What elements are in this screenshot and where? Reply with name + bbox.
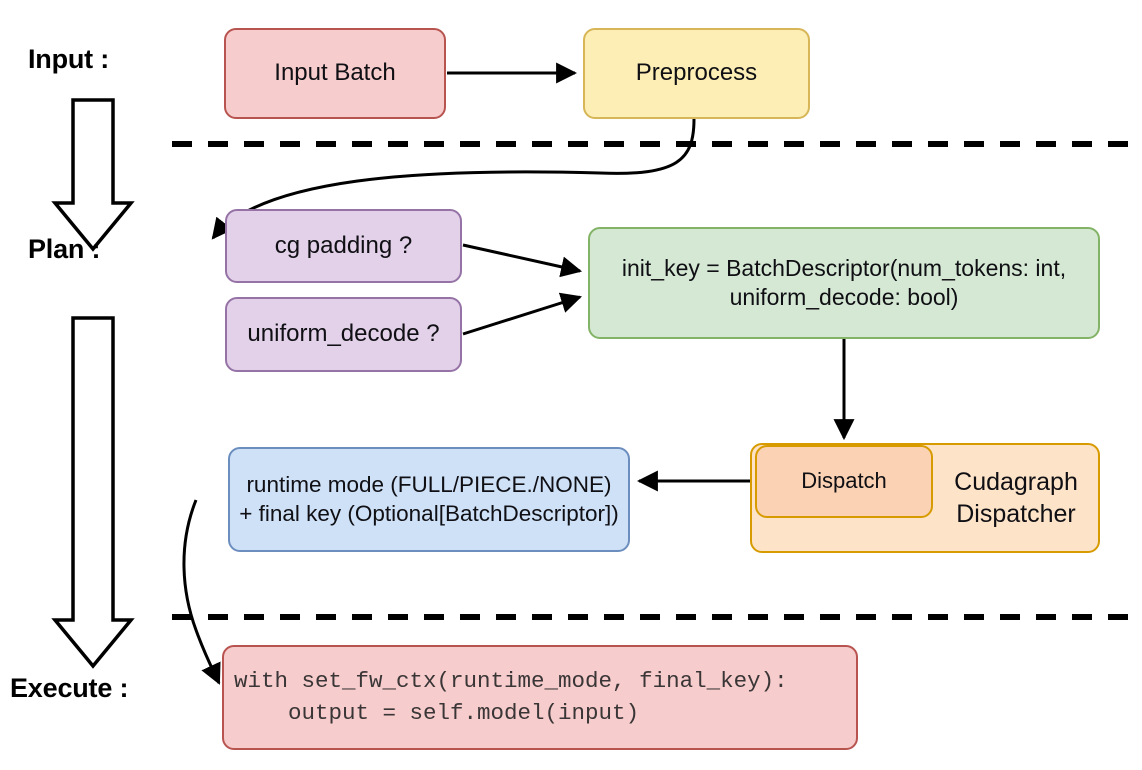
node-runtime-mode-line1: runtime mode (FULL/PIECE./NONE)	[246, 471, 612, 497]
stage-label-plan: Plan :	[28, 234, 101, 264]
cg-padding-to-init-key-arrow	[462, 243, 583, 278]
uniform-decode-to-init-key-arrow	[462, 292, 583, 336]
plan-to-execute-stage-arrow	[51, 316, 135, 669]
stage-label-execute: Execute :	[10, 673, 129, 703]
node-execute-code[interactable]: with set_fw_ctx(runtime_mode, final_key)…	[222, 645, 858, 750]
node-preprocess[interactable]: Preprocess	[583, 28, 810, 119]
node-cudagraph-dispatcher-line1: Cudagraph	[954, 468, 1078, 496]
node-init-key-line2: uniform_decode: bool)	[729, 284, 959, 310]
stage-label-input: Input :	[28, 44, 110, 74]
node-execute-code-line2: output = self.model(input)	[234, 699, 640, 726]
node-cg-padding[interactable]: cg padding ?	[225, 209, 462, 283]
node-runtime-mode-line2: + final key (Optional[BatchDescriptor])	[239, 500, 619, 526]
node-runtime-mode[interactable]: runtime mode (FULL/PIECE./NONE) + final …	[228, 447, 630, 552]
runtime-mode-to-execute-arrow	[182, 499, 221, 685]
node-uniform-decode[interactable]: uniform_decode ?	[225, 297, 462, 372]
input-to-plan-stage-arrow	[51, 98, 135, 252]
node-dispatch[interactable]: Dispatch	[755, 445, 933, 518]
node-init-key-line1: init_key = BatchDescriptor(num_tokens: i…	[621, 254, 1067, 281]
node-input-batch[interactable]: Input Batch	[224, 28, 446, 119]
node-cudagraph-dispatcher-line2: Dispatcher	[956, 500, 1076, 528]
node-init-key[interactable]: init_key = BatchDescriptor(num_tokens: i…	[588, 227, 1100, 339]
node-execute-code-line1: with set_fw_ctx(runtime_mode, final_key)…	[234, 667, 788, 694]
